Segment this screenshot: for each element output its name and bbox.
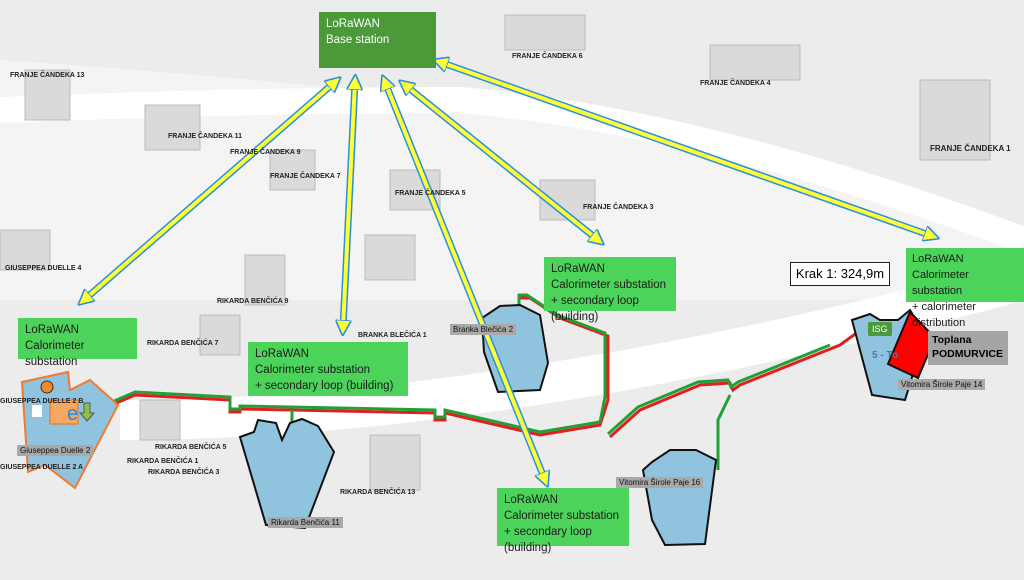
link-to-substation-duelle — [84, 82, 335, 300]
energy-logo-icon: e — [32, 399, 96, 425]
box-line: + secondary loop (building) — [504, 526, 592, 554]
toplana-line2: PODMURVICE — [932, 348, 1003, 360]
substation-box-blecica: LoRaWAN Calorimeter substation + seconda… — [544, 257, 676, 323]
street-label: FRANJE ČANDEKA 3 — [583, 204, 654, 211]
radio-links — [84, 62, 932, 480]
street-label: FRANJE ČANDEKA 6 — [512, 53, 583, 60]
street-label: FRANJE ČANDEKA 7 — [270, 173, 341, 180]
building-tag: Branka Blečića 2 — [450, 324, 517, 335]
street-label: BRANKA BLEČIĆA 1 — [358, 332, 427, 339]
building-giuseppea-duelle-2 — [20, 370, 120, 490]
street-label: 5 - To — [872, 350, 898, 361]
street-label: FRANJE ČANDEKA 11 — [168, 133, 243, 140]
arrow-down-icon — [78, 402, 96, 422]
street-label: GIUSEPPEA DUELLE 2 B — [0, 398, 84, 405]
street-label: RIKARDA BENČIĆA 7 — [147, 340, 219, 347]
substation-box-sirole-paje: LoRaWAN Calorimeter substation + seconda… — [497, 488, 629, 554]
street-label: RIKARDA BENČIĆA 13 — [340, 489, 416, 496]
segment-length-label: Krak 1: 324,9m — [790, 262, 890, 286]
link-to-substation-bencica — [343, 82, 355, 328]
box-line: + secondary loop (building) — [551, 295, 639, 323]
link-to-substation-toplana — [440, 62, 932, 236]
base-station-box: LoRaWAN Base station — [319, 12, 436, 68]
building-tag: Vitomira Širole Paje 16 — [616, 477, 704, 488]
building-vitomira-sirole-paje-16 — [641, 449, 718, 547]
base-station-line1: LoRaWAN — [326, 18, 380, 30]
box-line: Calorimeter substation — [255, 364, 371, 376]
substation-box-toplana: LoRaWAN Calorimeter substation + calorim… — [906, 248, 1024, 329]
box-line: LoRaWAN — [551, 263, 605, 275]
box-line: Calorimeter substation — [25, 340, 85, 368]
toplana-plant — [886, 310, 937, 380]
substation-box-duelle: LoRaWAN Calorimeter substation — [18, 318, 137, 368]
svg-text:e: e — [67, 403, 78, 425]
street-label: GIUSEPPEA DUELLE 2 A — [0, 464, 84, 471]
street-label: FRANJE ČANDEKA 1 — [930, 144, 1011, 153]
box-line: Calorimeter substation — [912, 269, 969, 297]
building-rikarda-bencica-11 — [238, 417, 336, 530]
toplana-label: Toplana PODMURVICE — [928, 331, 1008, 365]
substation-box-bencica: LoRaWAN Calorimeter substation + seconda… — [248, 342, 408, 396]
street-label: RIKARDA BENČIĆA 5 — [155, 444, 227, 451]
isg-badge: ISG — [868, 322, 892, 336]
street-label: FRANJE ČANDEKA 13 — [10, 72, 85, 79]
toplana-line1: Toplana — [932, 334, 972, 346]
building-tag: Vitomira Širole Paje 14 — [898, 379, 986, 390]
box-line: Calorimeter substation — [551, 279, 667, 291]
box-line: LoRaWAN — [255, 348, 309, 360]
box-line: Calorimeter substation — [504, 510, 620, 522]
base-station-line2: Base station — [326, 34, 390, 46]
box-line: LoRaWAN — [25, 324, 79, 336]
street-label: FRANJE ČANDEKA 5 — [395, 190, 466, 197]
building-tag: Rikarda Benčića 11 — [268, 517, 343, 528]
box-line: + calorimeter distribution — [912, 301, 976, 329]
street-label: FRANJE ČANDEKA 9 — [230, 149, 301, 156]
street-label: FRANJE ČANDEKA 4 — [700, 80, 771, 87]
box-line: LoRaWAN — [504, 494, 558, 506]
box-line: LoRaWAN — [912, 253, 964, 265]
marker-a-icon — [40, 380, 54, 394]
street-label: GIUSEPPEA DUELLE 4 — [5, 265, 82, 272]
street-label: RIKARDA BENČIĆA 1 — [127, 458, 199, 465]
street-label: RIKARDA BENČIĆA 3 — [148, 469, 220, 476]
building-tag: Giuseppea Duelle 2 — [17, 445, 94, 456]
box-line: + secondary loop (building) — [255, 380, 394, 392]
street-label: RIKARDA BENČIĆA 9 — [217, 298, 289, 305]
